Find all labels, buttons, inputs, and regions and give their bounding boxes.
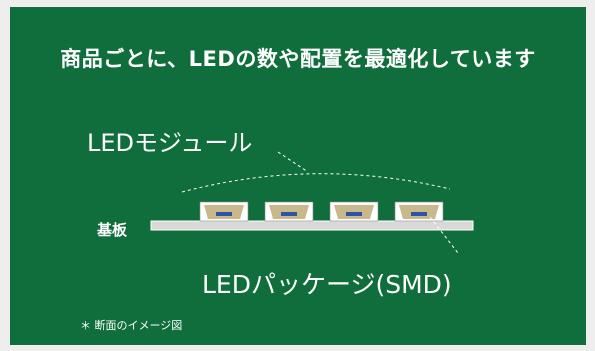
led-package-4 [394,201,444,222]
led-cross-section-diagram [150,151,474,254]
module-leader-line [277,151,309,173]
diagram-panel: 商品ごとに、LEDの数や配置を最適化しています LEDモジュール [10,7,586,345]
led-package-2 [264,201,314,222]
smd-leader-line [429,216,459,254]
substrate-bar [150,220,474,231]
cross-section-note: ＊ 断面のイメージ図 [80,319,183,332]
substrate-label: 基板 [97,221,128,239]
led-module-label: LEDモジュール [87,129,253,157]
led-package-label: LEDパッケージ(SMD) [202,270,452,299]
headline: 商品ごとに、LEDの数や配置を最適化しています [60,47,536,71]
led-package-1 [199,201,249,222]
module-span-arc [181,173,451,193]
led-package-3 [329,201,379,222]
